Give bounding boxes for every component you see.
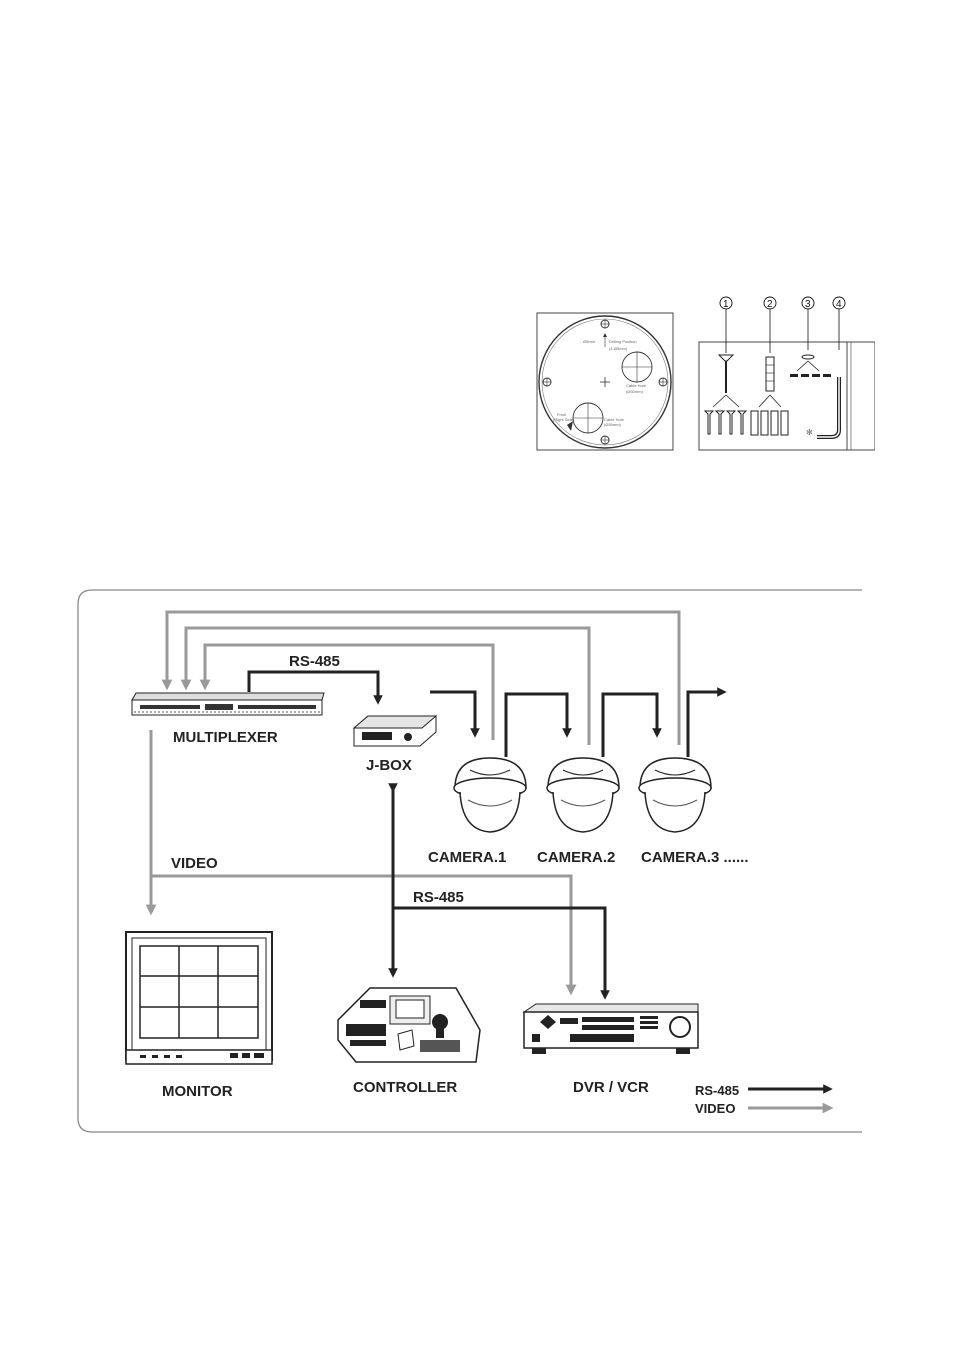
video-line-camera1: [199, 643, 495, 740]
jbox-label: J-BOX: [366, 757, 412, 774]
side-note: Front: [557, 412, 567, 417]
rs485-to-dvr: [393, 906, 610, 1000]
cross-note: Ø5mm: [583, 339, 596, 344]
controller-device: [337, 987, 481, 1063]
dvr-device: [522, 1003, 699, 1054]
dvr-label: DVR / VCR: [573, 1079, 649, 1096]
l-wrench-icon: ✻: [806, 377, 841, 439]
legend-video-label: VIDEO: [695, 1101, 735, 1116]
video-line-camera3: [161, 610, 681, 745]
rs485-mux-to-jbox: [247, 670, 383, 705]
washer-icon: [790, 354, 831, 377]
svg-text:1: 1: [723, 299, 729, 310]
accessories-panel: 1 2 3 4: [698, 296, 875, 451]
rs485-mid-label: RS-485: [413, 889, 464, 906]
wall-plug-icon: [750, 356, 789, 436]
mounting-plate: Drilling Position (4-Ø5mm) Ø5mm Cable Ho…: [536, 312, 674, 451]
camera3-label: CAMERA.3 ......: [641, 849, 749, 866]
cable-hole-label-a: Cable Hole: [626, 383, 647, 388]
cable-hole-label-b: Cable Hole: [604, 417, 625, 422]
camera1-label: CAMERA.1: [428, 849, 506, 866]
rs485-cam2-to-cam3: [601, 692, 662, 757]
legend-rs485-label: RS-485: [695, 1083, 739, 1098]
video-label: VIDEO: [171, 855, 218, 872]
svg-text:4: 4: [836, 299, 842, 310]
rs485-jbox-to-cam1: [430, 690, 480, 738]
cable-hole-dim-a: (Ø30mm): [626, 389, 644, 394]
svg-text:✻: ✻: [806, 428, 813, 437]
video-line-camera2: [180, 626, 591, 745]
jbox-device: [352, 715, 438, 747]
monitor-device: [125, 931, 273, 1065]
monitor-screen-grid: [139, 945, 259, 1039]
monitor-label: MONITOR: [162, 1083, 233, 1100]
front-notch-marker: [567, 421, 573, 431]
mounting-figure: Drilling Position (4-Ø5mm) Ø5mm Cable Ho…: [536, 296, 875, 451]
svg-text:2: 2: [767, 299, 773, 310]
rs485-lines: [247, 670, 727, 1000]
camera-2: [546, 757, 620, 833]
camera-1: [453, 757, 527, 833]
side-note-2: (Right Side): [553, 417, 575, 422]
video-lines: [145, 610, 681, 996]
legend: [748, 1084, 834, 1114]
screw-icon: [703, 354, 748, 435]
video-line-dvr: [151, 874, 577, 996]
camera-3: [638, 757, 712, 833]
rs485-top-label: RS-485: [289, 653, 340, 670]
svg-text:3: 3: [805, 299, 811, 310]
rs485-cam1-to-cam2: [504, 692, 572, 757]
multiplexer-label: MULTIPLEXER: [173, 729, 278, 746]
cable-hole-dim-b: (Ø30mm): [604, 422, 622, 427]
drilling-label: Drilling Position: [609, 339, 637, 344]
camera2-label: CAMERA.2: [537, 849, 615, 866]
controller-label: CONTROLLER: [353, 1079, 457, 1096]
rs485-cam3-out: [686, 687, 727, 757]
multiplexer-device: [131, 692, 325, 716]
drilling-dim: (4-Ø5mm): [609, 346, 628, 351]
diagram-frame: [77, 589, 862, 1133]
